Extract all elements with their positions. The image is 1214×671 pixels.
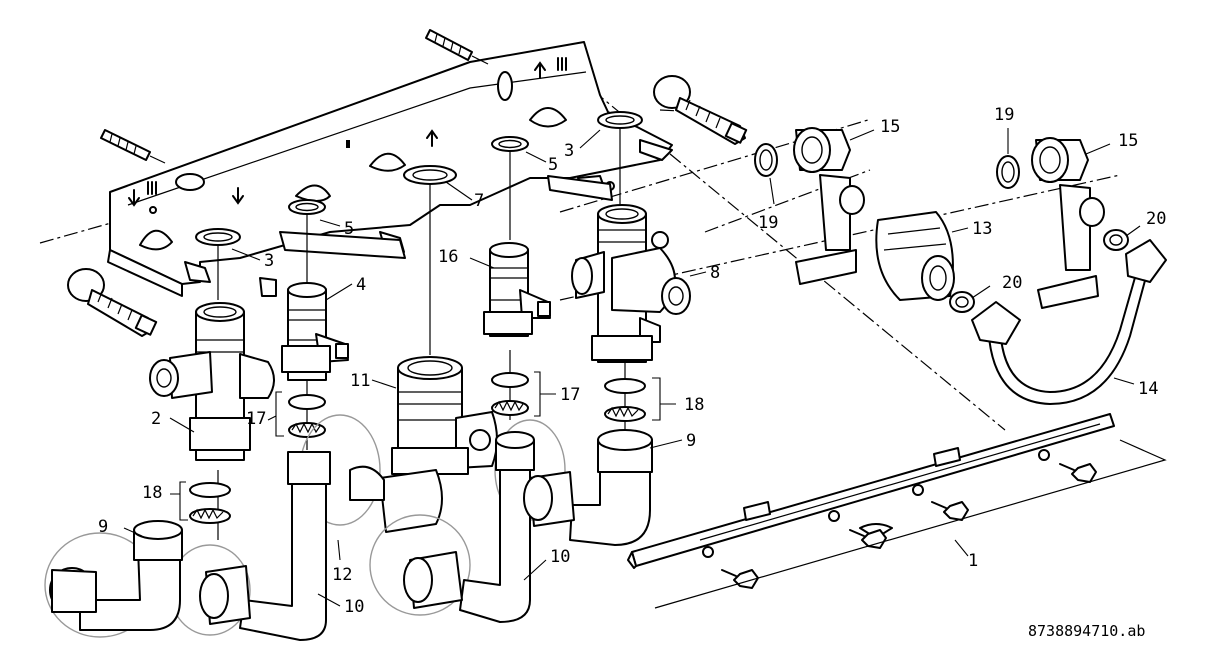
callout-19-left: 19 [758,213,778,233]
callout-17-left: 17 [246,409,266,429]
right-side-parts [754,127,1167,405]
leader-lines [123,128,1141,607]
service-valve-left [149,302,275,461]
wall-plug-left-top [100,129,166,164]
gasket-sets [189,372,646,524]
callout-3-left: 3 [264,251,274,271]
callout-9-left: 9 [98,517,108,537]
callout-9-right: 9 [686,431,696,451]
callout-18-right: 18 [684,395,704,415]
callout-12: 12 [332,565,352,585]
callout-3-right: 3 [564,141,574,161]
wall-anchor-right [653,75,748,145]
callout-1: 1 [968,551,978,571]
wall-anchor-left [67,268,158,337]
callout-16: 16 [438,247,458,267]
callout-5-center: 5 [548,155,558,175]
callout-14: 14 [1138,379,1158,399]
callout-8: 8 [710,263,720,283]
callout-10-left: 10 [344,597,364,617]
valve-8 [571,204,691,363]
callout-20-right: 20 [1146,209,1166,229]
valve-11 [379,356,498,533]
callout-20-center: 20 [1002,273,1022,293]
drawing-code: 8738894710.ab [1028,622,1145,640]
valve-16 [483,242,551,337]
callout-2: 2 [151,409,161,429]
callout-labels: 1 2 3 3 4 5 5 5 7 8 9 9 10 10 11 12 13 1… [98,105,1166,640]
callout-4: 4 [356,275,366,295]
valve-4 [281,282,349,381]
callout-11: 11 [350,371,370,391]
callout-15-right: 15 [1118,131,1138,151]
callout-5-left: 5 [344,219,354,239]
pipe-assemblies [44,414,653,641]
mounting-frame [107,41,673,297]
wall-plug-top [425,29,489,65]
callout-10-center: 10 [550,547,570,567]
seal-rings [195,111,643,246]
rail-1 [627,413,1167,609]
callout-17-right: 17 [560,385,580,405]
callout-19-right: 19 [994,105,1014,125]
callout-18-left: 18 [142,483,162,503]
callout-15-left: 15 [880,117,900,137]
callout-13: 13 [972,219,992,239]
callout-7: 7 [474,191,484,211]
